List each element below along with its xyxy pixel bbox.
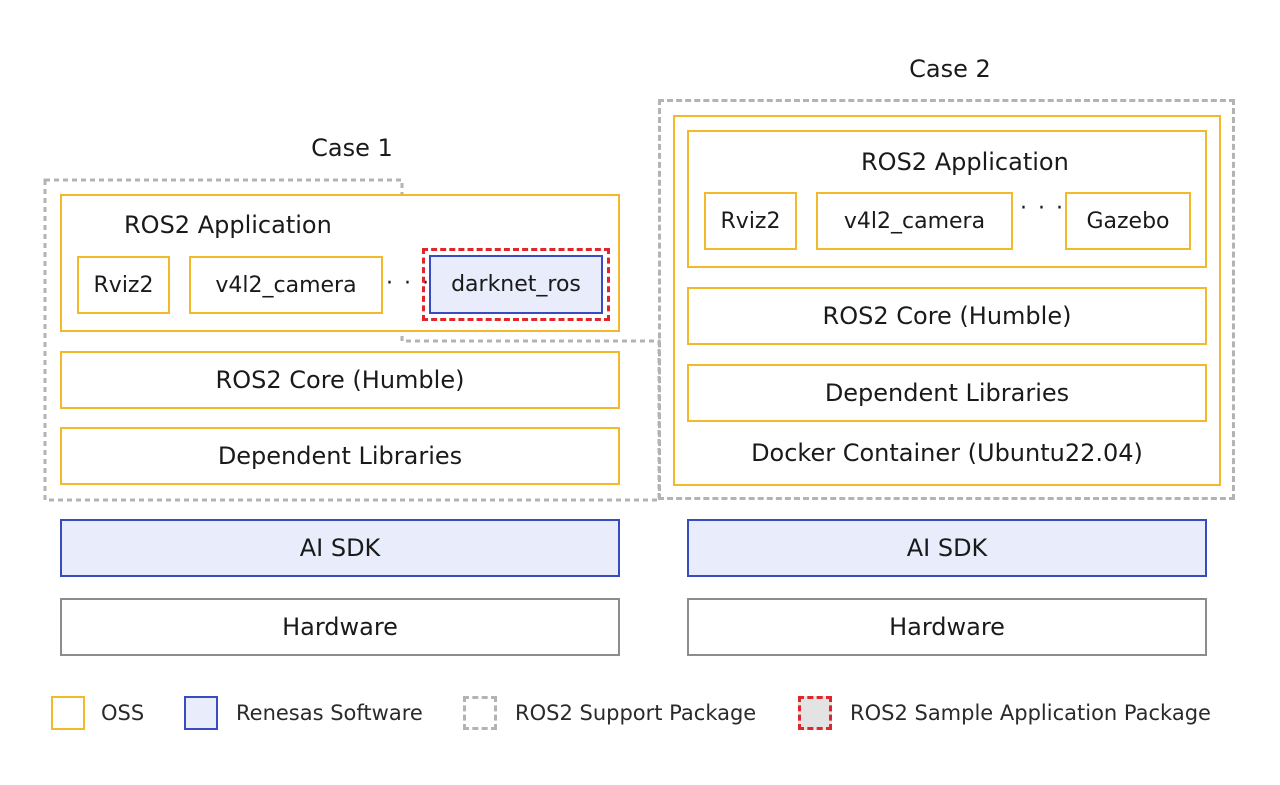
case1-pkg-darknet-ros: darknet_ros [429, 255, 603, 314]
case1-ros2-core: ROS2 Core (Humble) [60, 351, 620, 409]
legend-oss-swatch [51, 696, 85, 730]
legend-support-label: ROS2 Support Package [515, 701, 757, 725]
case2-docker-label: Docker Container (Ubuntu22.04) [751, 439, 1143, 467]
case2-app-title: ROS2 Application [861, 148, 1069, 176]
legend-renesas-swatch [184, 696, 218, 730]
legend-support-swatch [463, 696, 497, 730]
case1-app-title: ROS2 Application [124, 211, 332, 239]
case2-support-package-outline [658, 99, 1235, 500]
legend-sample-swatch [798, 696, 832, 730]
case2-pkg-rviz2: Rviz2 [704, 192, 797, 250]
case2-hardware: Hardware [687, 598, 1207, 656]
case1-pkg-v4l2-camera: v4l2_camera [189, 256, 383, 314]
case1-ellipsis: · · · [386, 271, 431, 296]
case2-title: Case 2 [909, 55, 991, 83]
case1-sample-app-outline [422, 248, 610, 321]
case1-pkg-rviz2: Rviz2 [77, 256, 170, 314]
case2-pkg-v4l2-camera: v4l2_camera [816, 192, 1013, 250]
case1-dependent-libraries: Dependent Libraries [60, 427, 620, 485]
legend-oss-label: OSS [101, 701, 145, 725]
legend-renesas-label: Renesas Software [236, 701, 423, 725]
case2-dependent-libraries: Dependent Libraries [687, 364, 1207, 422]
case1-ai-sdk: AI SDK [60, 519, 620, 577]
legend-sample-label: ROS2 Sample Application Package [850, 701, 1211, 725]
case2-ai-sdk: AI SDK [687, 519, 1207, 577]
case2-ellipsis: · · · [1020, 196, 1065, 221]
case2-ros2-core: ROS2 Core (Humble) [687, 287, 1207, 345]
case1-title: Case 1 [311, 134, 393, 162]
case2-pkg-gazebo: Gazebo [1065, 192, 1191, 250]
case1-hardware: Hardware [60, 598, 620, 656]
